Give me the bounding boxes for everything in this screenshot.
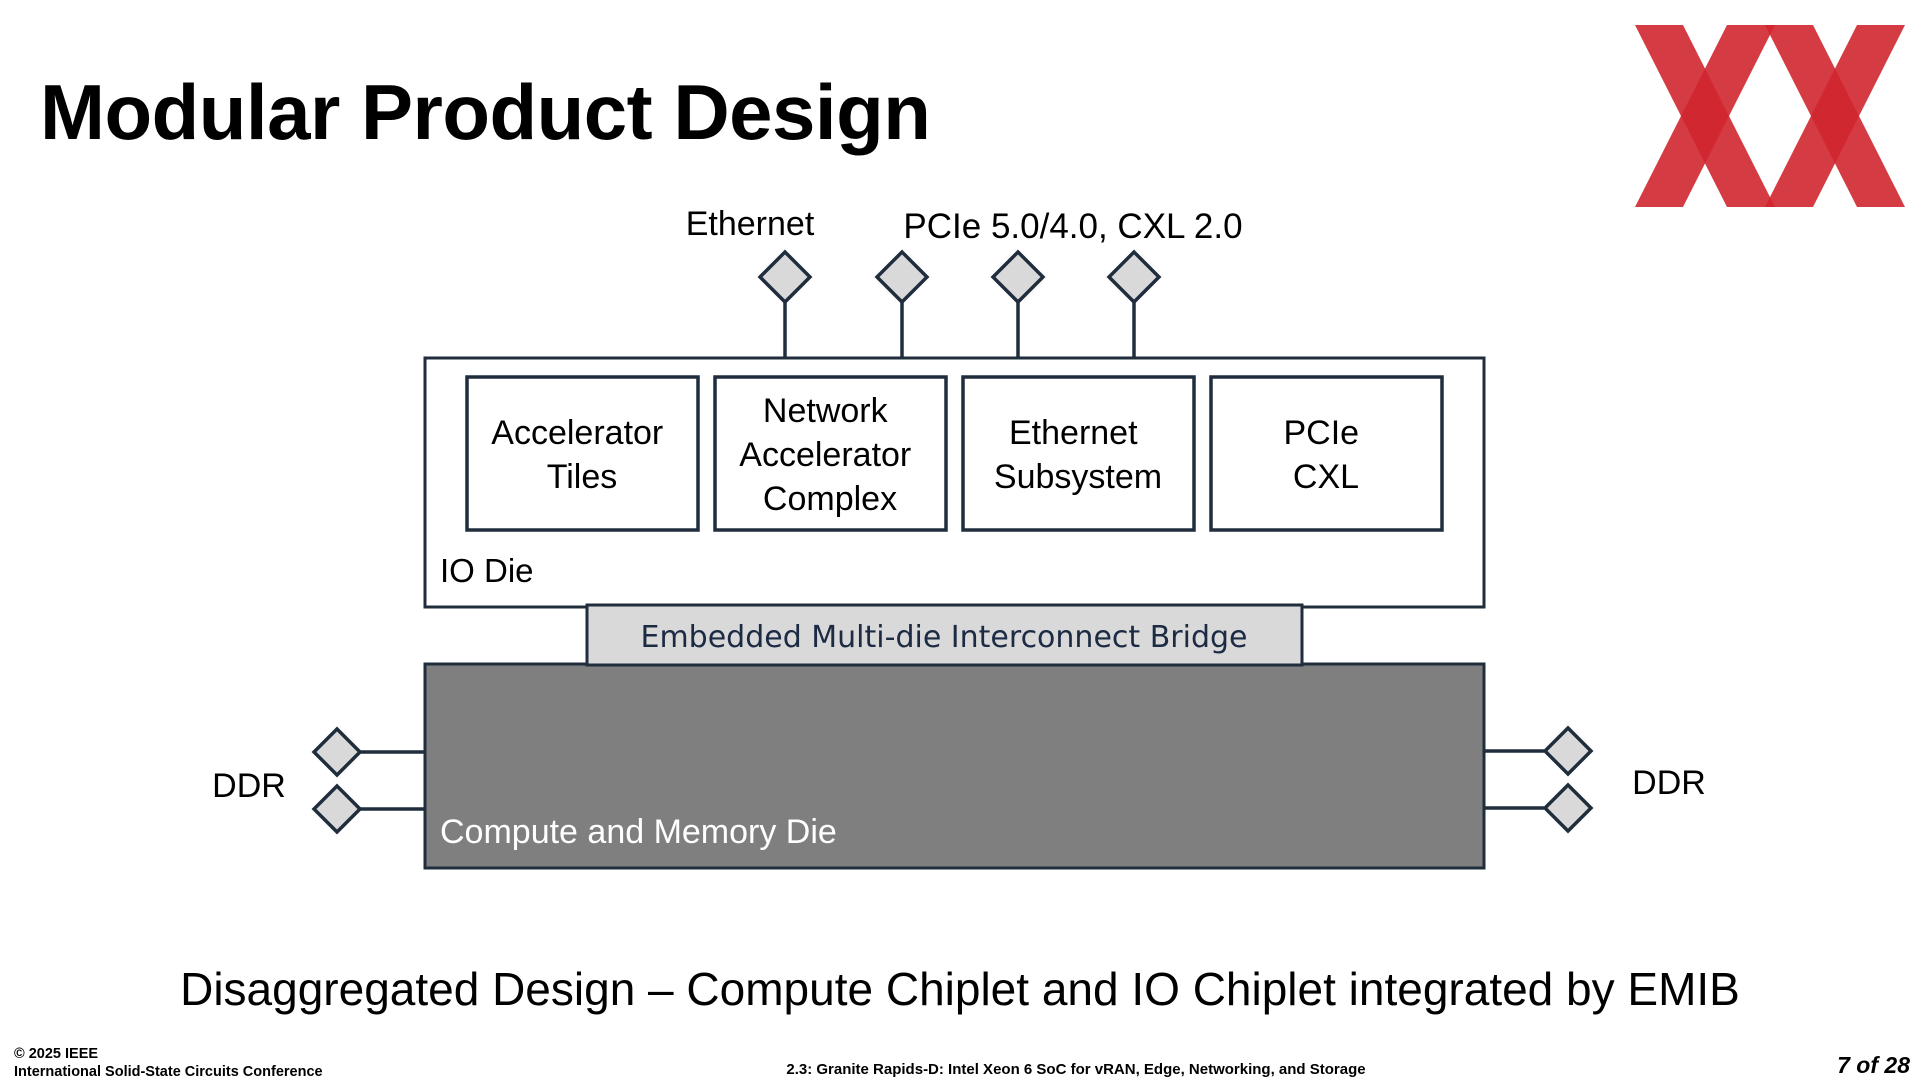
- pin-icon: [311, 726, 363, 778]
- ethernet-label: Ethernet: [686, 205, 815, 243]
- accelerator-tiles-block: [465, 375, 700, 532]
- footer-paper-title: 2.3: Granite Rapids-D: Intel Xeon 6 SoC …: [786, 1061, 1366, 1078]
- compute-memory-die: [423, 662, 1486, 870]
- pcie-cxl-block: [1209, 375, 1444, 532]
- emib-bridge: [585, 603, 1304, 667]
- pin-icon: [311, 783, 363, 835]
- slide-caption: Disaggregated Design – Compute Chiplet a…: [180, 963, 1740, 1015]
- pcie-cxl-block-label: PCIe CXL: [1283, 414, 1368, 496]
- accelerator-tiles-label: Accelerator Tiles: [491, 414, 672, 496]
- pcie-cxl-label: PCIe 5.0/4.0, CXL 2.0: [903, 207, 1242, 246]
- pin-icon: [1542, 782, 1594, 834]
- ethernet-subsystem-label: Ethernet Subsystem: [994, 414, 1162, 496]
- ddr-right-pin-icons: [1542, 725, 1594, 834]
- slide-title: Modular Product Design: [40, 68, 931, 156]
- conference-logo-icon: [1635, 25, 1905, 207]
- top-io-pins: [783, 300, 1136, 358]
- compute-memory-die-label: Compute and Memory Die: [440, 813, 837, 851]
- ddr-left-label: DDR: [212, 767, 286, 805]
- top-pin-icons: [757, 249, 1162, 305]
- pin-icon: [990, 249, 1046, 305]
- emib-bridge-label: Embedded Multi-die Interconnect Bridge: [640, 620, 1247, 655]
- page-number: 7 of 28: [1837, 1052, 1910, 1078]
- pin-icon: [1106, 249, 1162, 305]
- pin-icon: [757, 249, 813, 305]
- network-accelerator-complex-block: [713, 375, 948, 532]
- footer-copyright: © 2025 IEEE: [14, 1046, 99, 1062]
- pin-icon: [1542, 725, 1594, 777]
- ethernet-subsystem-block: [961, 375, 1196, 532]
- network-accelerator-complex-label: Network Accelerator Complex: [739, 392, 920, 518]
- ddr-left-pin-icons: [311, 726, 363, 835]
- pin-icon: [874, 249, 930, 305]
- footer-conference: International Solid-State Circuits Confe…: [14, 1064, 323, 1080]
- io-die-label: IO Die: [440, 552, 534, 589]
- io-die-blocks: [465, 375, 1444, 532]
- ddr-right-pins: [1484, 749, 1544, 810]
- ddr-left-pins: [360, 750, 425, 811]
- ddr-right-label: DDR: [1632, 764, 1706, 802]
- footer-left: © 2025 IEEE International Solid-State Ci…: [14, 1045, 323, 1081]
